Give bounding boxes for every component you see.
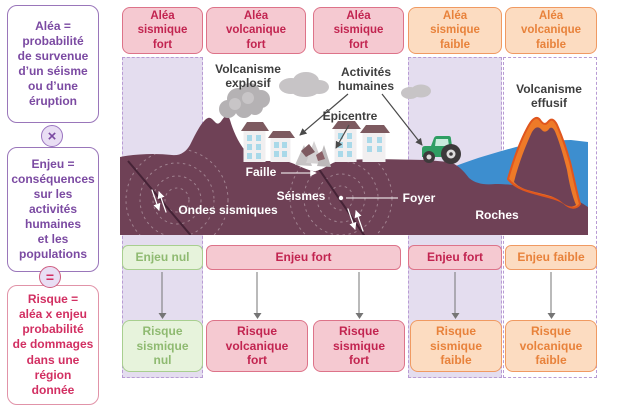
fault-slip-arrows-icon <box>151 189 364 232</box>
header-alea-volcanique-faible: Aléa volcanique faible <box>505 7 597 54</box>
risque-sismique-faible-box: Risque sismique faible <box>410 320 502 372</box>
risque-volcanique-faible-box: Risque volcanique faible <box>505 320 597 372</box>
buildings-icon <box>241 121 390 162</box>
label-volcanisme-explosif: Volcanisme explosif <box>215 62 281 90</box>
arrow-down-col3 <box>355 272 364 319</box>
label-activites-humaines: Activités humaines <box>337 65 395 93</box>
enjeu-faible-box: Enjeu faible <box>505 245 597 270</box>
eruption-smoke-icon <box>219 83 270 118</box>
label-epicentre: Épicentre <box>322 109 378 124</box>
enjeu-definition-box: Enjeu = conséquences sur les activités h… <box>7 147 99 272</box>
risque-volcanique-fort-box: Risque volcanique fort <box>206 320 308 372</box>
label-foyer: Foyer <box>402 191 436 206</box>
label-roches: Roches <box>475 208 519 223</box>
risque-sismique-nul-box: Risque sismique nul <box>122 320 203 372</box>
arrow-down-col5 <box>547 272 556 319</box>
header-alea-sismique-fort-2: Aléa sismique fort <box>313 7 404 54</box>
header-alea-sismique-faible: Aléa sismique faible <box>408 7 502 54</box>
ground-terrain <box>120 115 588 235</box>
label-faille: Faille <box>245 165 277 180</box>
equals-icon: = <box>39 266 61 288</box>
alea-definition-box: Aléa = probabilité de survenue d’un séis… <box>7 5 99 123</box>
arrow-down-col4 <box>451 272 460 319</box>
label-ondes-sismiques: Ondes sismiques <box>178 203 278 218</box>
risque-definition-box: Risque = aléa x enjeu probabilité de dom… <box>7 285 99 405</box>
effusive-volcano-icon <box>506 116 582 209</box>
enjeu-nul-box: Enjeu nul <box>122 245 203 270</box>
label-pointer-lines-underground <box>281 169 398 199</box>
enjeu-fort-wide-box: Enjeu fort <box>206 245 401 270</box>
multiply-icon: × <box>41 125 63 147</box>
label-pointer-arrows <box>299 93 423 149</box>
collapsed-building-icon <box>295 141 331 167</box>
arrow-down-col1 <box>158 272 167 319</box>
landscape-illustration <box>120 72 588 235</box>
label-volcanisme-effusif: Volcanisme effusif <box>516 82 582 110</box>
enjeu-fort-box: Enjeu fort <box>408 245 502 270</box>
tractor-icon <box>422 136 461 164</box>
cloud-icon <box>279 72 431 99</box>
label-seismes: Séismes <box>276 189 326 204</box>
header-alea-sismique-fort-1: Aléa sismique fort <box>122 7 203 54</box>
foyer-point <box>338 195 344 201</box>
risque-sismique-fort-box: Risque sismique fort <box>313 320 405 372</box>
arrow-down-col2 <box>253 272 262 319</box>
header-alea-volcanique-fort: Aléa volcanique fort <box>206 7 306 54</box>
